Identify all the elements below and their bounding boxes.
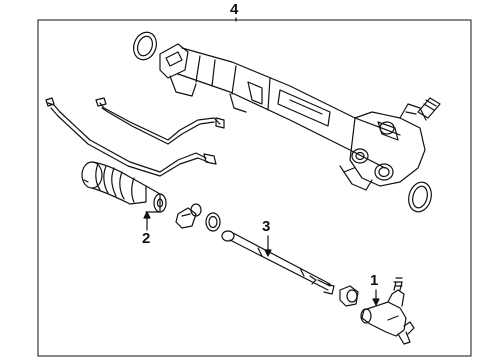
leader-arrow-1 <box>372 289 380 306</box>
o-ring-left <box>133 31 157 61</box>
o-ring-right <box>408 181 432 213</box>
callout-4: 4 <box>230 1 239 18</box>
diagram-frame <box>37 19 472 357</box>
callout-3: 3 <box>262 218 271 235</box>
steering-rack-housing <box>133 31 441 191</box>
hydraulic-lines <box>45 97 225 177</box>
callout-2: 2 <box>142 230 151 247</box>
rack-boot <box>81 161 167 213</box>
leader-arrow-2 <box>143 211 151 231</box>
jam-nut <box>339 285 359 307</box>
boot-clamp-parts <box>175 203 221 232</box>
callout-1: 1 <box>370 272 379 289</box>
outer-tie-rod-end <box>360 277 415 345</box>
inner-tie-rod <box>221 230 335 295</box>
leader-arrow-3 <box>264 235 272 257</box>
